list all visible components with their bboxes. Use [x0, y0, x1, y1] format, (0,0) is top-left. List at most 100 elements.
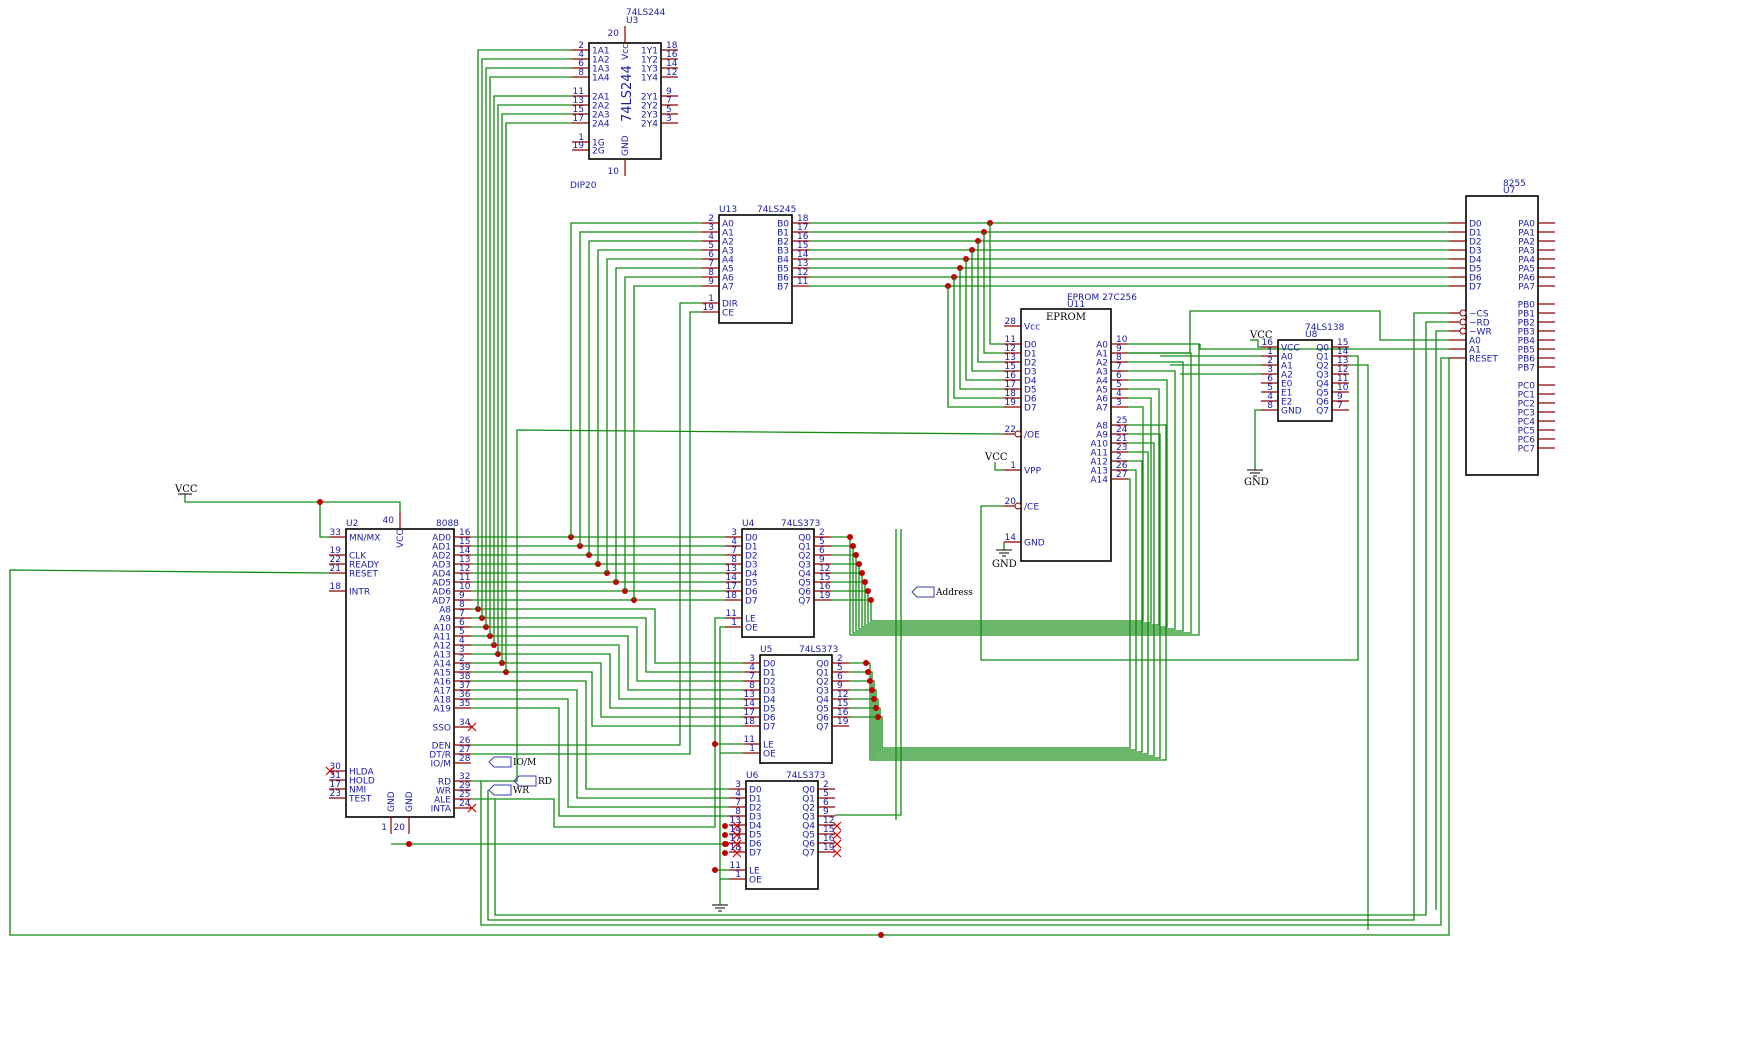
data-to-eprom-wire	[989, 223, 1004, 345]
pin-number: 8	[735, 807, 741, 817]
pin-label: D0	[749, 786, 762, 796]
pin-number: 20	[608, 29, 620, 39]
pin-label: PB0	[1518, 301, 1536, 311]
pin-label: ALE	[434, 796, 451, 806]
pin-label: A7	[1096, 404, 1108, 414]
pin-label: D1	[1469, 229, 1482, 239]
pin-number: 7	[1116, 362, 1122, 372]
pin-number: 25	[1116, 416, 1127, 426]
pin-number: 6	[819, 546, 825, 556]
address-to-buffer-wire	[493, 95, 572, 645]
pin-number: 19	[823, 843, 835, 853]
pin-label: WR	[436, 787, 451, 797]
no-connect-mark	[732, 830, 742, 840]
pin-label: 2A1	[592, 93, 610, 103]
pin-number: 19	[819, 591, 831, 601]
pin-label: VPP	[1024, 467, 1042, 477]
pin-number: 19	[703, 303, 715, 313]
pin-number: 9	[819, 555, 825, 565]
data-to-eprom-wire	[959, 268, 1004, 390]
pin-label: AD3	[432, 561, 451, 571]
chip-part: EPROM 27C256	[1067, 293, 1137, 303]
junction-dot	[868, 597, 874, 603]
pin-number: 4	[735, 789, 741, 799]
pin-number: 16	[819, 582, 831, 592]
pin-label: AD0	[432, 534, 451, 544]
junction-dot	[722, 823, 728, 829]
address-bus-bundle	[835, 529, 902, 816]
chip-ref: U4	[742, 519, 755, 529]
pin-label: D7	[1469, 283, 1482, 293]
chip-part: 74LS138	[1305, 323, 1345, 333]
pin-label: PB7	[1518, 364, 1535, 374]
pin-number: 7	[735, 798, 741, 808]
pin-number: 10	[459, 582, 471, 592]
junction-dot	[847, 534, 853, 540]
decoder-gnd-wire	[1254, 409, 1261, 470]
pin-label: D0	[745, 534, 758, 544]
junction-dot	[712, 741, 718, 747]
pin-number: 12	[459, 564, 470, 574]
pin-number: 28	[459, 754, 471, 764]
pin-label: GND	[621, 135, 631, 156]
pin-label: AD5	[432, 579, 451, 589]
data-to-eprom-wire	[977, 241, 1004, 363]
chip-part: 74LS245	[757, 205, 796, 215]
pin-label: Q5	[816, 705, 829, 715]
ad-to-transceiver-wire	[588, 240, 702, 555]
address-top-wire	[471, 698, 729, 808]
pin-label: 2G	[592, 147, 605, 157]
pin-number: 8	[708, 268, 714, 278]
pin-label: PC2	[1518, 400, 1535, 410]
address-high-wire	[471, 635, 743, 691]
pin-label: PB3	[1518, 328, 1535, 338]
pin-number: 5	[819, 537, 825, 547]
pin-number: 22	[330, 555, 341, 565]
chip-part: 74LS373	[786, 771, 825, 781]
pin-number: 12	[797, 268, 808, 278]
address-to-buffer-wire	[497, 104, 572, 654]
pin-label: AD2	[432, 552, 451, 562]
pin-label: SSO	[432, 724, 451, 734]
pin-number: 9	[459, 591, 465, 601]
pin-label: D6	[749, 840, 762, 850]
pin-number: 15	[823, 825, 834, 835]
ppi-rd-wire	[494, 321, 1449, 916]
pin-number: 22	[1005, 425, 1016, 435]
pin-number: 12	[819, 564, 830, 574]
pin-number: 15	[837, 699, 848, 709]
data-to-eprom-wire	[953, 277, 1004, 399]
pin-label: Vcc	[621, 44, 631, 60]
address-high-wire	[471, 671, 743, 727]
pin-number: 36	[459, 690, 471, 700]
pin-label: D4	[745, 570, 758, 580]
pin-label: D2	[745, 552, 758, 562]
pin-label: B6	[777, 274, 789, 284]
pin-number: 10	[608, 167, 620, 177]
pin-label: 1G	[592, 139, 605, 149]
pin-label: D0	[1024, 341, 1037, 351]
pin-label: D1	[745, 543, 758, 553]
junction-dot	[871, 696, 877, 702]
pin-number: 13	[573, 96, 584, 106]
wr-net-label-flag	[488, 784, 512, 796]
pin-number: 28	[1005, 317, 1017, 327]
pin-label: VCC	[1281, 344, 1300, 354]
pin-number: 18	[1005, 389, 1017, 399]
data-to-eprom-wire	[965, 259, 1004, 381]
junction-dot	[862, 579, 868, 585]
pin-number: 1	[381, 823, 387, 833]
ppi-a1-wire	[1199, 344, 1449, 350]
pin-label: PC3	[1518, 409, 1535, 419]
pin-number: 37	[459, 681, 470, 691]
latch-to-eprom-wire	[831, 361, 1184, 632]
pin-label: A15	[433, 669, 451, 679]
pin-number: 3	[749, 654, 755, 664]
pin-number: 14	[459, 546, 471, 556]
pin-number: 3	[735, 780, 741, 790]
pin-label: Q3	[1316, 371, 1329, 381]
pin-label: A12	[1090, 458, 1108, 468]
pin-label: A14	[433, 660, 451, 670]
data-to-eprom-wire	[983, 232, 1004, 354]
